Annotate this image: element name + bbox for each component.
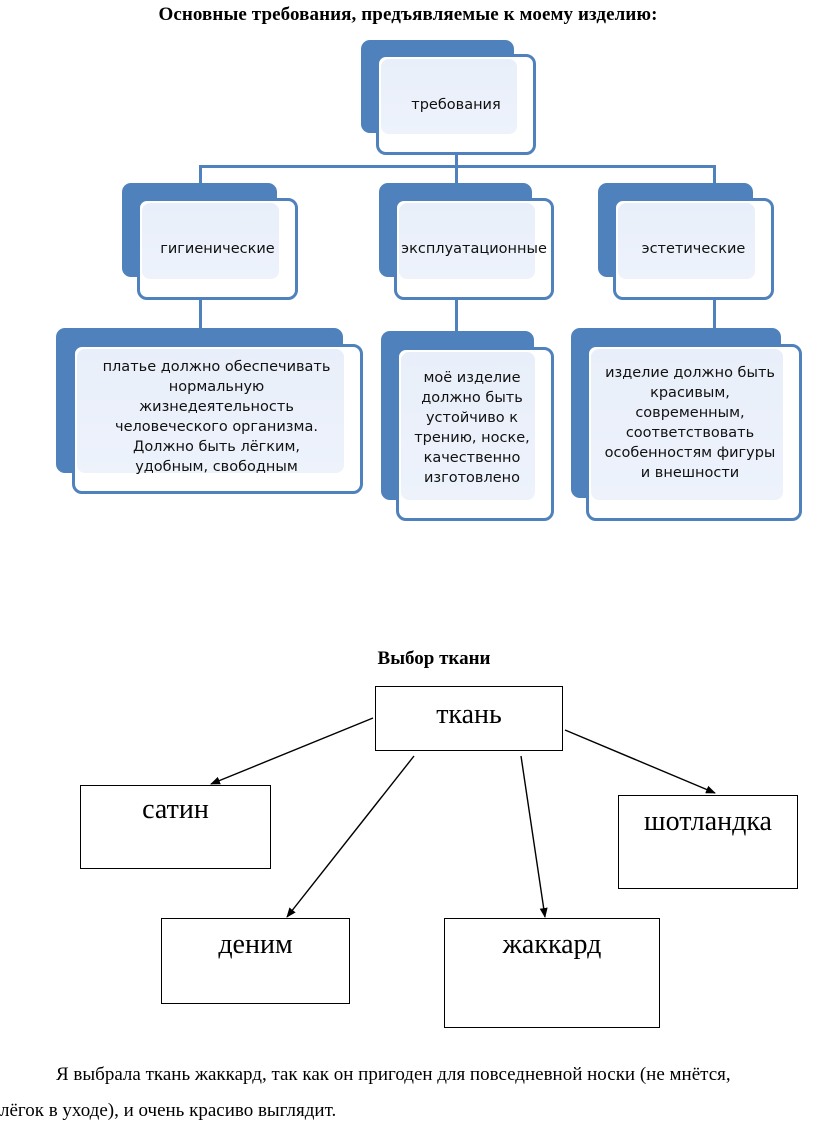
fabric-root-box: ткань bbox=[375, 686, 563, 751]
category-hygienic-node: гигиенические bbox=[122, 183, 298, 300]
arrow-to-denim bbox=[286, 755, 415, 918]
description-operational-node: моё изделие должно быть устойчиво к трен… bbox=[381, 331, 554, 521]
category-aesthetic-label: эстетические bbox=[641, 241, 746, 257]
fabric-option-denim: деним bbox=[161, 918, 350, 1004]
connector-left-down bbox=[199, 165, 202, 185]
conclusion-line-2: лёгок в уходе), и очень красиво выглядит… bbox=[0, 1100, 337, 1121]
connector-mid-desc bbox=[455, 285, 458, 332]
description-hygienic-node: платье должно обеспечивать нормальную жи… bbox=[56, 328, 363, 494]
arrow-to-satin bbox=[210, 717, 374, 785]
description-hygienic-text: платье должно обеспечивать нормальную жи… bbox=[102, 359, 331, 475]
connector-mid-down bbox=[455, 165, 458, 185]
fabric-option-tartan-label: шотландка bbox=[644, 806, 772, 837]
description-aesthetic-text: изделие должно быть красивым, современны… bbox=[604, 364, 776, 481]
category-hygienic-label: гигиенические bbox=[160, 241, 275, 257]
fabric-option-denim-label: деним bbox=[218, 929, 293, 960]
fabric-option-jacquard: жаккард bbox=[444, 918, 660, 1028]
conclusion-line-1: Я выбрала ткань жаккард, так как он приг… bbox=[56, 1064, 731, 1085]
page-title: Основные требования, предъявляемые к мое… bbox=[158, 4, 658, 25]
fabric-option-jacquard-label: жаккард bbox=[502, 929, 602, 960]
requirements-root-label: требования bbox=[411, 96, 501, 113]
fabric-option-satin-label: сатин bbox=[142, 794, 209, 825]
connector-root-down bbox=[455, 152, 458, 166]
description-operational-text: моё изделие должно быть устойчиво к трен… bbox=[414, 370, 530, 486]
requirements-root-node: требования bbox=[361, 40, 536, 156]
fabric-option-tartan: шотландка bbox=[618, 795, 798, 889]
arrow-to-jacquard bbox=[520, 755, 548, 918]
fabric-root-label: ткань bbox=[436, 699, 502, 730]
description-aesthetic-node: изделие должно быть красивым, современны… bbox=[571, 328, 802, 521]
connector-right-desc bbox=[713, 285, 716, 330]
connector-right-down bbox=[713, 165, 716, 185]
category-operational-label: эксплуатационные bbox=[401, 241, 547, 257]
category-operational-node: эксплуатационные bbox=[379, 183, 554, 300]
category-aesthetic-node: эстетические bbox=[598, 183, 774, 300]
fabric-section-title: Выбор ткани bbox=[377, 648, 491, 669]
arrow-to-tartan bbox=[564, 729, 716, 794]
connector-left-desc bbox=[199, 285, 202, 329]
fabric-option-satin: сатин bbox=[80, 785, 271, 869]
